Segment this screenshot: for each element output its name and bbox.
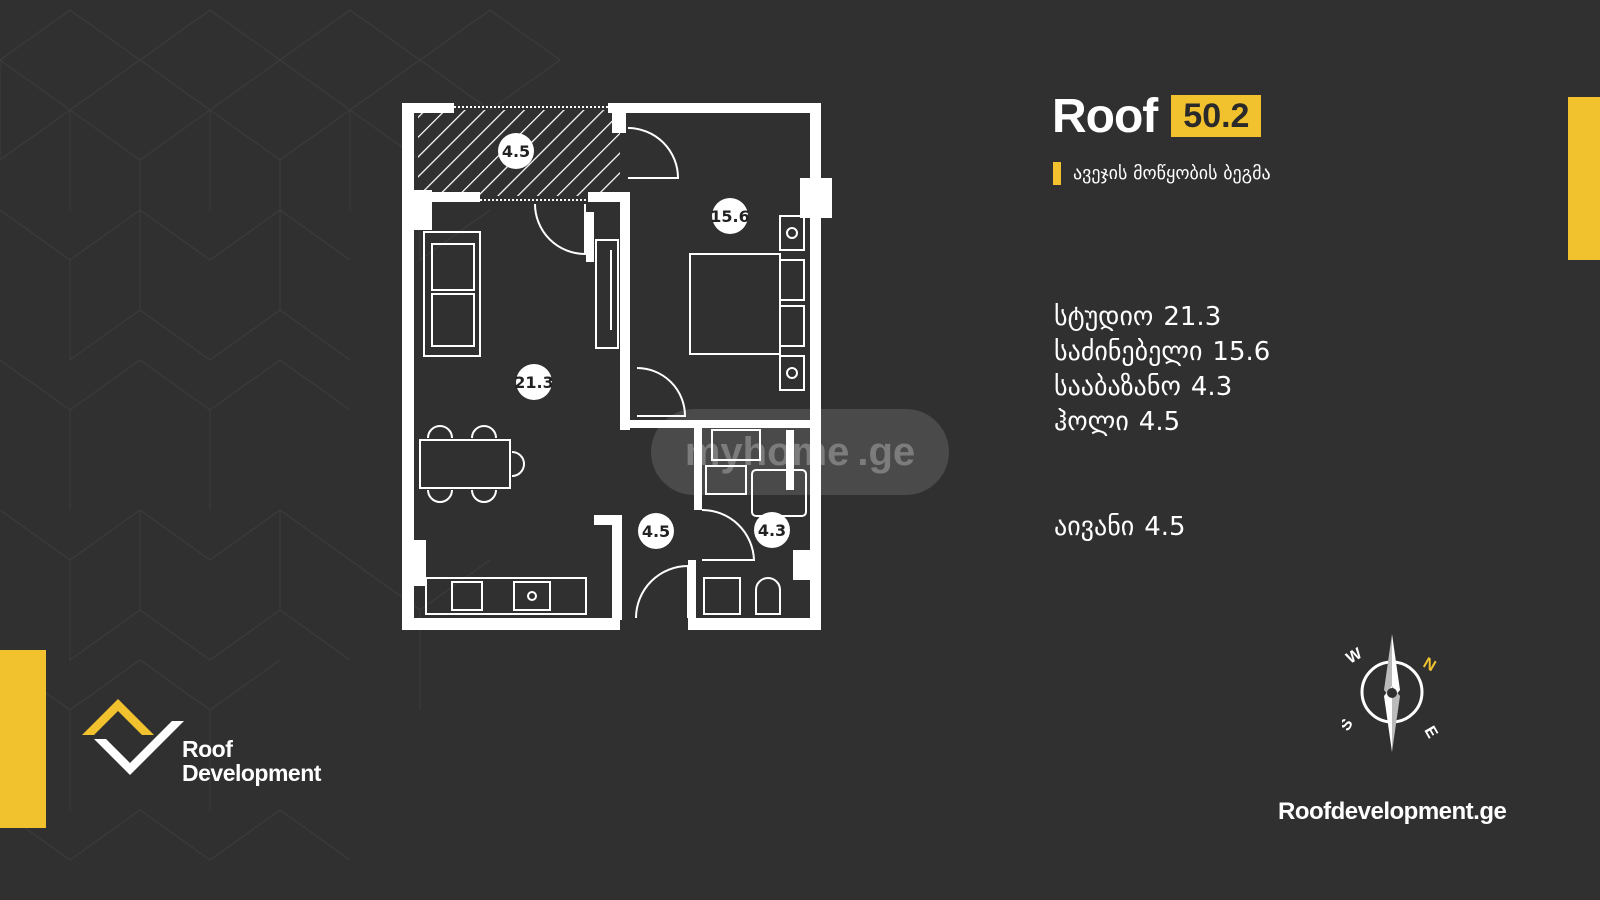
roof-development-logo-icon — [82, 699, 184, 775]
plan-label-bedroom: 15.6 — [710, 207, 749, 226]
compass-west: W — [1344, 645, 1366, 668]
balcony-area-row: აივანი 4.5 — [1054, 512, 1186, 542]
plan-label-studio: 21.3 — [514, 373, 553, 392]
watermark-domain: .ge — [857, 429, 916, 474]
area-row-studio: სტუდიო 21.3 — [1054, 300, 1270, 335]
wall-right — [810, 103, 821, 630]
balcony-label: აივანი — [1054, 512, 1135, 542]
developer-name-line1: Roof — [182, 736, 233, 762]
plan-label-hall: 4.5 — [642, 522, 670, 541]
area-label: სტუდიო — [1054, 302, 1154, 332]
project-title: Roof 50.2 — [1052, 89, 1262, 143]
compass-south: S — [1342, 716, 1357, 734]
balcony-value: 4.5 — [1144, 512, 1186, 542]
accent-bar-left — [0, 650, 46, 828]
area-row-hall: ჰოლი 4.5 — [1054, 405, 1270, 440]
compass-east: E — [1421, 724, 1441, 742]
wall-bottom-left — [402, 618, 620, 630]
watermark-text: myhome — [684, 429, 850, 474]
compass-north: N — [1420, 655, 1439, 676]
area-label: სააბაზანო — [1054, 372, 1181, 402]
partition-bath-top — [630, 420, 810, 428]
area-label: საძინებელი — [1054, 337, 1203, 367]
wall-top-left — [402, 103, 454, 113]
floor-plan: 4.5 15.6 21.3 4.5 4.3 — [402, 103, 832, 630]
compass-icon: N W S E — [1342, 634, 1441, 752]
plan-label-balcony: 4.5 — [502, 142, 530, 161]
area-value: 4.3 — [1190, 372, 1233, 402]
partition-studio-bedroom — [620, 192, 630, 430]
area-row-bathroom: სააბაზანო 4.3 — [1054, 370, 1270, 405]
area-value: 4.5 — [1138, 407, 1181, 437]
wall-top-right — [608, 103, 821, 113]
developer-name: Roof Development — [182, 737, 321, 785]
area-list: სტუდიო 21.3 საძინებელი 15.6 სააბაზანო 4.3 ჰ… — [1054, 300, 1270, 440]
area-value: 15.6 — [1212, 337, 1271, 367]
total-area-badge: 50.2 — [1171, 95, 1262, 137]
accent-bar-right — [1568, 97, 1600, 260]
plan-subtitle: ავეჯის მოწყობის ბეგმა — [1053, 162, 1373, 185]
plan-label-bathroom: 4.3 — [758, 521, 786, 540]
watermark: myhome.ge — [651, 409, 949, 495]
area-label: ჰოლი — [1054, 407, 1129, 437]
area-row-bedroom: საძინებელი 15.6 — [1054, 335, 1270, 370]
developer-name-line2: Development — [182, 760, 321, 786]
wall-left — [402, 103, 414, 630]
partition-bath-left — [694, 420, 702, 510]
wall-bottom-right — [688, 618, 821, 630]
project-name: Roof — [1052, 89, 1158, 143]
website-link[interactable]: Roofdevelopment.ge — [1278, 798, 1507, 825]
area-value: 21.3 — [1163, 302, 1222, 332]
